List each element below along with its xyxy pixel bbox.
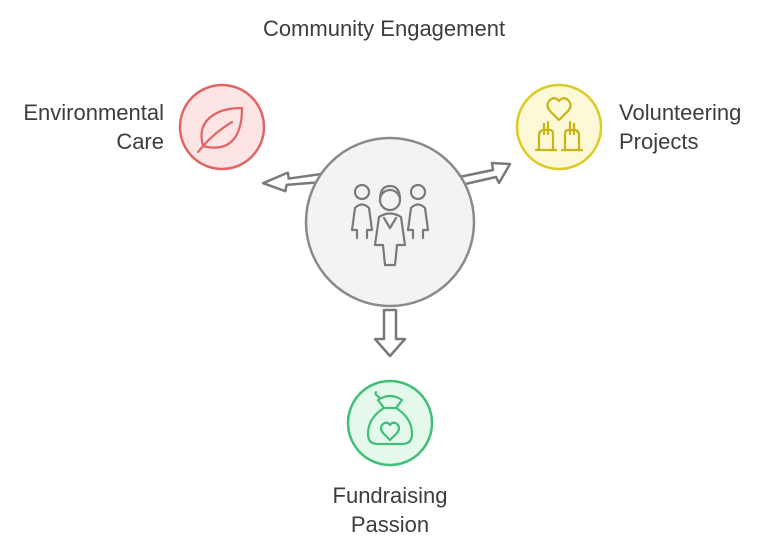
environmental-care-line1: Environmental	[23, 100, 164, 125]
heart-hands-icon	[534, 97, 584, 152]
volunteering-circle	[515, 83, 603, 171]
fundraising-passion-label: Fundraising Passion	[290, 481, 490, 539]
money-bag-heart-icon	[366, 390, 414, 446]
fundraising-passion-line2: Passion	[350, 512, 430, 537]
diagram-title: Community Engagement	[262, 16, 506, 41]
arrow-to-fundraising	[373, 308, 407, 358]
environmental-care-line2: Care	[116, 129, 164, 154]
volunteering-projects-line2: Projects	[619, 129, 699, 154]
environmental-circle	[178, 83, 266, 171]
fundraising-circle	[346, 379, 434, 467]
arrow-to-volunteering	[457, 161, 512, 187]
volunteering-projects-line1: Volunteering	[619, 100, 742, 125]
community-people-icon	[350, 183, 430, 267]
leaf-icon	[196, 106, 244, 154]
fundraising-passion-line1: Fundraising	[332, 483, 448, 508]
volunteering-projects-label: Volunteering Projects	[619, 98, 741, 156]
center-circle	[304, 136, 476, 308]
environmental-care-label: Environmental Care	[8, 98, 164, 156]
